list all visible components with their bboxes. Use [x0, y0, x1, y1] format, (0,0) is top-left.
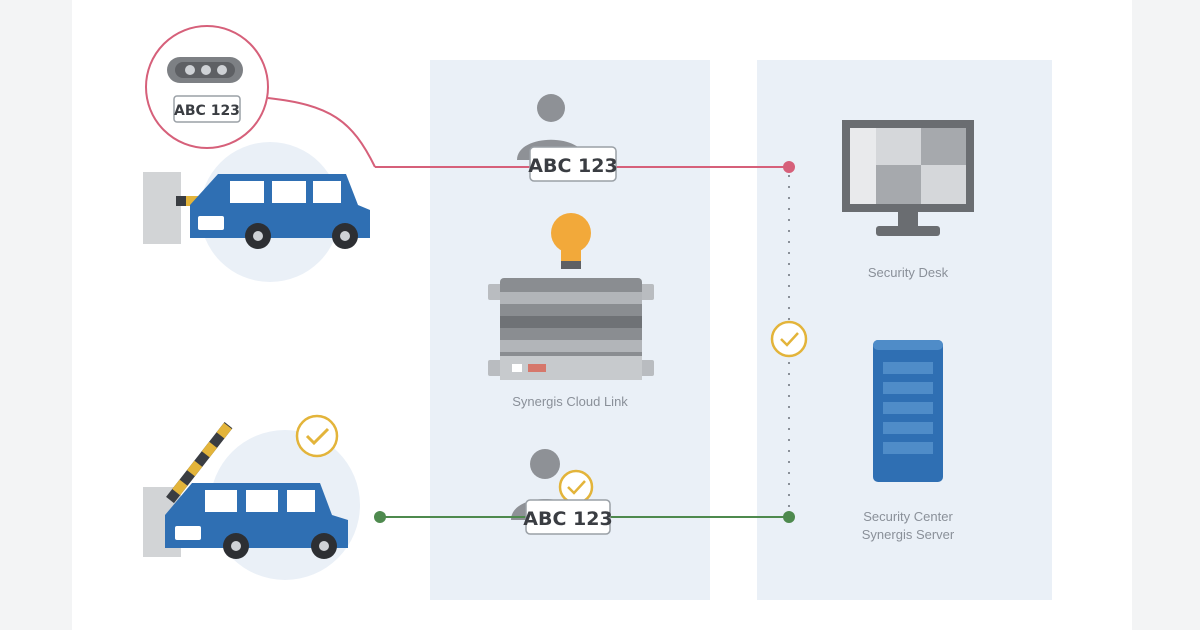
approved-check-icon-person — [558, 469, 594, 505]
bottom-plate-badge: ABC 123 — [523, 499, 613, 535]
cloud-link-label: Synergis Cloud Link — [512, 394, 628, 409]
gate-barrier-open — [166, 422, 233, 504]
camera-plate-text: ABC 123 — [174, 103, 240, 119]
server-icon — [873, 340, 943, 482]
top-plate-text: ABC 123 — [528, 155, 617, 177]
camera-plate — [173, 95, 241, 123]
denied-car-scene — [143, 142, 370, 282]
lightbulb-icon — [551, 213, 591, 269]
approved-check-icon-car — [295, 414, 339, 458]
approved-car-scene — [143, 422, 360, 580]
car-icon — [190, 174, 370, 249]
bottom-plate-text: ABC 123 — [523, 508, 612, 530]
server-label-line2: Synergis Server — [862, 527, 955, 542]
cloud-link-device-icon — [488, 278, 654, 380]
verified-check-icon — [770, 320, 808, 358]
security-desk-label: Security Desk — [868, 265, 949, 280]
granted-line-endpoint — [783, 511, 795, 523]
lpr-camera-bubble: ABC 123 — [145, 25, 269, 149]
server-label-line1: Security Center — [863, 509, 953, 524]
monitor-icon — [842, 120, 974, 236]
top-plate-badge: ABC 123 — [528, 146, 618, 182]
granted-line-start — [374, 511, 386, 523]
car-icon — [165, 483, 348, 559]
denied-connector — [267, 97, 376, 168]
gate-post — [143, 172, 181, 244]
denied-line-endpoint — [783, 161, 795, 173]
